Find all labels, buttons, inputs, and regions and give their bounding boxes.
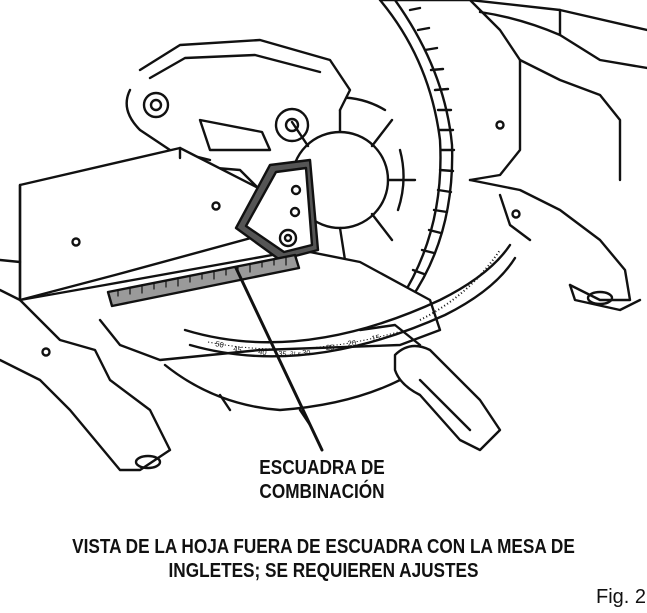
figure-label: Fig. 2 bbox=[596, 586, 647, 608]
scale-label: 15 bbox=[371, 333, 381, 343]
callout-line-1: ESCUADRA DE bbox=[259, 457, 385, 479]
rear-support bbox=[468, 120, 642, 312]
saw-head-housing bbox=[378, 0, 647, 182]
combination-square bbox=[234, 158, 320, 262]
combination-square-callout: ESCUADRA DE COMBINACIÓN bbox=[236, 456, 408, 504]
miter-lock-handle bbox=[358, 323, 502, 452]
caption-line-2: INGLETES; SE REQUIEREN AJUSTES bbox=[168, 560, 479, 582]
caption-line-1: VISTA DE LA HOJA FUERA DE ESCUADRA CON L… bbox=[72, 536, 575, 558]
scale-label: 30 bbox=[302, 348, 311, 357]
figure-caption: VISTA DE LA HOJA FUERA DE ESCUADRA CON L… bbox=[0, 535, 647, 583]
scale-label: 25 bbox=[326, 343, 335, 352]
miter-saw-illustration: 50 45 40 35 31.6 30 25 20 15 bbox=[0, 0, 647, 472]
callout-leader bbox=[234, 266, 324, 452]
scale-label: 40 bbox=[258, 347, 268, 357]
miter-table-base bbox=[0, 243, 517, 472]
scale-label: 35 bbox=[278, 349, 287, 359]
combination-square-ruler bbox=[106, 253, 301, 308]
scale-label: 31.6 bbox=[290, 351, 301, 358]
scale-label: 20 bbox=[347, 338, 356, 348]
callout-line-2: COMBINACIÓN bbox=[259, 481, 385, 503]
scale-label: 50 bbox=[215, 339, 225, 350]
miter-scale-labels: 50 45 40 35 31.6 30 25 20 15 bbox=[207, 249, 501, 359]
scale-label: 45 bbox=[233, 344, 243, 354]
saw-blade bbox=[278, 0, 456, 312]
